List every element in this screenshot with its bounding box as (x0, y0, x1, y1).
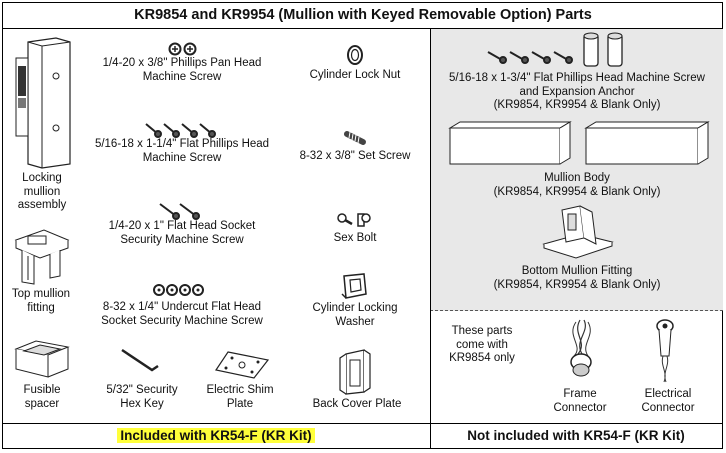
back-cover-plate-icon (339, 349, 371, 395)
electrical-connector-icon (656, 319, 674, 383)
blank-only-panel (430, 28, 723, 311)
mullion-body-icon (448, 121, 710, 165)
hex-key-icon (121, 348, 159, 372)
shim-plate-icon (215, 351, 270, 379)
bottom-fitting-label: Bottom Mullion Fitting (KR9854, KR9954 &… (436, 265, 718, 292)
pan-head-screw-icon (168, 42, 197, 56)
bottom-fitting-line1: Bottom Mullion Fitting (521, 265, 633, 277)
mullion-body-line1: Mullion Body (544, 172, 610, 184)
locking-washer-icon (341, 273, 367, 299)
kr9854-note: These parts come with KR9854 only (449, 325, 515, 364)
frame-connector-icon (570, 319, 592, 377)
title-divider (2, 28, 723, 29)
included-text: Included with KR54-F (KR Kit) (117, 428, 315, 443)
mullion-body-line2: (KR9854, KR9954 & Blank Only) (493, 185, 661, 198)
frame-connector-label: Frame Connector (553, 388, 607, 414)
flat-phillips-screw-icon (145, 123, 216, 138)
set-screw-label: 8-32 x 3/8" Set Screw (299, 150, 411, 162)
anchor-screw-label: 5/16-18 x 1-3/4" Flat Phillips Head Mach… (436, 72, 718, 113)
fusible-spacer-icon (14, 340, 70, 378)
fusible-spacer-label: Fusible spacer (23, 384, 61, 410)
socket-security-screw-icon (159, 203, 200, 220)
included-caption: Included with KR54-F (KR Kit) (2, 428, 430, 443)
anchor-screw-line3: (KR9854, KR9954 & Blank Only) (493, 99, 661, 111)
page-title: KR9854 and KR9954 (Mullion with Keyed Re… (134, 7, 592, 23)
anchor-screw-line2: and Expansion Anchor (519, 85, 635, 98)
not-included-caption: Not included with KR54-F (KR Kit) (467, 428, 685, 443)
shim-plate-label: Electric Shim Plate (206, 384, 274, 410)
mullion-body-label: Mullion Body (KR9854, KR9954 & Blank Onl… (436, 172, 718, 199)
locking-washer-label: Cylinder Locking Washer (312, 302, 398, 328)
column-divider (430, 28, 431, 449)
sex-bolt-label: Sex Bolt (333, 232, 377, 244)
electrical-connector-label: Electrical Connector (641, 388, 695, 414)
top-fitting-icon (14, 229, 70, 285)
hex-key-label: 5/32" Security Hex Key (106, 384, 178, 410)
sex-bolt-icon (337, 213, 371, 227)
expansion-anchor-icon (583, 32, 623, 67)
undercut-screw-label: 8-32 x 1/4" Undercut Flat Head Socket Se… (101, 301, 263, 327)
socket-screw-label: 1/4-20 x 1" Flat Head Socket Security Ma… (108, 220, 256, 246)
anchor-screw-line1: 5/16-18 x 1-3/4" Flat Phillips Head Mach… (449, 72, 705, 84)
anchor-screw-icon (487, 51, 573, 64)
undercut-screw-icon (153, 284, 204, 296)
back-cover-label: Back Cover Plate (312, 398, 402, 410)
bottom-fitting-line2: (KR9854, KR9954 & Blank Only) (493, 278, 661, 291)
bottom-fitting-icon (542, 205, 614, 259)
locking-mullion-icon (15, 37, 71, 169)
locking-mullion-label: Locking mullion assembly (17, 172, 67, 211)
top-fitting-label: Top mullion fitting (11, 288, 71, 314)
pan-screw-label: 1/4-20 x 3/8" Phillips Pan Head Machine … (102, 57, 262, 83)
flat-screw-label: 5/16-18 x 1-1/4" Flat Phillips Head Mach… (94, 138, 270, 164)
footer-divider (2, 423, 723, 424)
lock-nut-label: Cylinder Lock Nut (309, 69, 401, 81)
lock-nut-icon (347, 45, 363, 65)
set-screw-icon (344, 131, 366, 145)
